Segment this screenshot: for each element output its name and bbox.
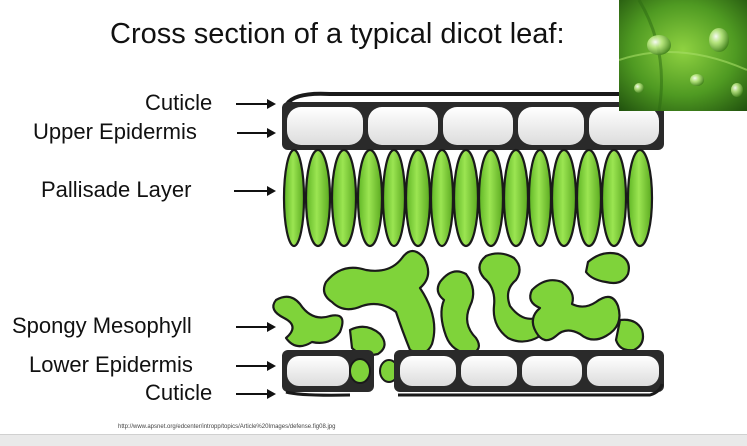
palisade-cell xyxy=(304,148,332,248)
spongy-cell xyxy=(436,270,480,356)
palisade-cell xyxy=(527,148,553,248)
label-upper-epidermis: Upper Epidermis xyxy=(33,119,197,144)
arrow-cuticle-top xyxy=(236,99,276,109)
spongy-cell xyxy=(529,279,621,342)
palisade-cell xyxy=(550,148,578,248)
spongy-mesophyll xyxy=(272,249,645,357)
lower-epidermis-cell xyxy=(587,356,659,386)
upper-epidermis-cell xyxy=(518,107,584,145)
palisade-cell xyxy=(502,148,530,248)
arrow-upper-epidermis xyxy=(237,128,276,138)
palisade-cell xyxy=(404,148,432,248)
lower-epidermis-layer xyxy=(282,350,664,392)
arrow-cuticle-bottom xyxy=(236,389,276,399)
spongy-cell xyxy=(614,318,645,352)
upper-epidermis-layer xyxy=(282,102,664,150)
spongy-cell xyxy=(272,295,344,348)
upper-epidermis-cell xyxy=(443,107,513,145)
source-url[interactable]: http://www.apsnet.org/edcenter/intropp/t… xyxy=(118,424,336,430)
palisade-cell xyxy=(381,148,407,248)
arrow-spongy-mesophyll xyxy=(236,322,276,332)
upper-epidermis-cell xyxy=(287,107,363,145)
label-spongy-mesophyll: Spongy Mesophyll xyxy=(12,313,192,338)
arrow-pallisade-layer xyxy=(234,186,276,196)
palisade-cell xyxy=(626,148,654,248)
lower-epidermis-cell xyxy=(400,356,456,386)
upper-epidermis-cell xyxy=(589,107,659,145)
palisade-cell xyxy=(600,148,628,248)
bottom-status-bar xyxy=(0,434,747,446)
palisade-cell xyxy=(477,148,505,248)
label-cuticle-bottom: Cuticle xyxy=(145,380,213,405)
label-pallisade-layer: Pallisade Layer xyxy=(41,177,192,202)
spongy-cell xyxy=(322,249,436,355)
arrow-lower-epidermis xyxy=(236,361,276,371)
lower-epidermis-cell xyxy=(461,356,517,386)
lower-epidermis-cell xyxy=(287,356,349,386)
lower-epidermis-cell xyxy=(522,356,582,386)
palisade-cell xyxy=(575,148,603,248)
palisade-cell xyxy=(330,148,358,248)
label-cuticle-top: Cuticle xyxy=(145,90,213,115)
diagram-title: Cross section of a typical dicot leaf: xyxy=(110,18,565,50)
leaf-photo xyxy=(619,0,747,111)
palisade-cell xyxy=(429,148,455,248)
palisade-cell xyxy=(356,148,384,248)
upper-epidermis-cell xyxy=(368,107,438,145)
lower-cuticle xyxy=(285,383,664,397)
guard-cell xyxy=(349,358,371,384)
palisade-cell xyxy=(282,148,306,248)
palisade-layer xyxy=(282,148,654,248)
palisade-cell xyxy=(452,148,480,248)
spongy-cell xyxy=(584,251,630,285)
label-lower-epidermis: Lower Epidermis xyxy=(29,352,193,377)
